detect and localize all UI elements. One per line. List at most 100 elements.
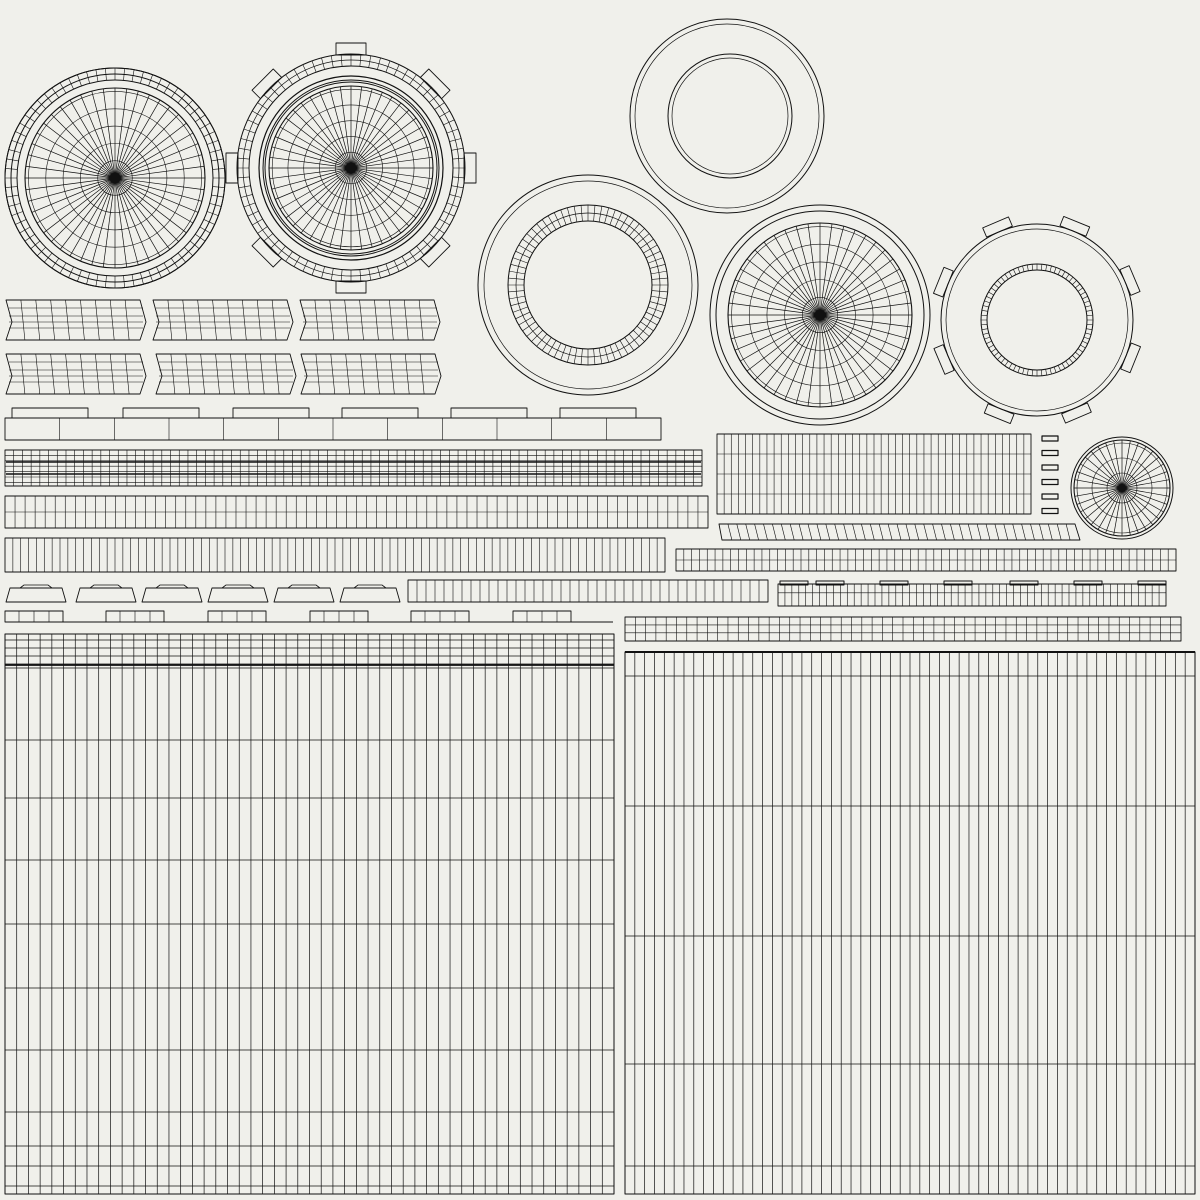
panel-grid-lines — [625, 652, 1195, 1194]
small-pill — [1041, 493, 1059, 500]
wheel-rim — [1073, 439, 1171, 537]
small-pill — [1041, 478, 1059, 486]
wheel-ring — [62, 125, 168, 231]
tab-bar-tab-lines — [119, 611, 151, 622]
wheel-ring — [80, 143, 150, 213]
bump-piece — [75, 587, 137, 603]
wheel-rim-band-top-center — [236, 53, 466, 283]
grid-block-right — [716, 433, 1032, 515]
slanted-strip-outline — [718, 523, 1081, 541]
wheel-inner-ring — [258, 75, 444, 261]
wheel-ring — [731, 226, 909, 404]
wheel-outer-rim — [709, 204, 931, 426]
ring-outer — [477, 174, 699, 396]
ring-outer-edge — [980, 263, 1094, 377]
strip-tab — [815, 580, 845, 586]
tab-bar-left — [4, 610, 613, 623]
long-strip-1 — [4, 495, 709, 529]
tab-strip-tab — [341, 407, 419, 419]
ring-segment-lines — [5, 68, 225, 288]
ring-inner-inner — [671, 57, 789, 175]
tab-strip-tab — [232, 407, 310, 419]
wheel-ring — [28, 91, 202, 265]
bump-top — [353, 584, 387, 589]
ring-middle — [477, 174, 699, 396]
wheel-disc-top-center — [262, 79, 440, 257]
ring-outer-edge — [236, 53, 466, 283]
wheel-ring — [303, 120, 399, 216]
strip-division-lines — [717, 434, 1031, 514]
wheel-ring — [287, 104, 415, 232]
bump-top — [221, 584, 255, 589]
long-strip-2 — [4, 537, 666, 573]
wheel-disc-right — [709, 204, 931, 426]
wheel-rim-band-top-left — [4, 67, 226, 289]
tab-strip-tab — [450, 407, 528, 419]
bump-piece — [207, 587, 269, 603]
wheel-spoke-lines — [269, 86, 433, 250]
strip-division-lines — [676, 549, 1176, 571]
tab-bar-tab-lines — [221, 611, 253, 622]
ring-far-right — [940, 223, 1134, 417]
wheel-ring — [1076, 442, 1168, 534]
wheel-ring — [748, 243, 892, 387]
wheel-inner-rings-top-center — [258, 75, 444, 261]
small-pill-stack — [1041, 435, 1059, 515]
wheel-ring — [766, 261, 874, 369]
tab-bar-tab-lines — [323, 611, 355, 622]
bevel-strip-3 — [299, 299, 441, 341]
slanted-strip — [718, 523, 1081, 541]
ring-segment-lines — [981, 264, 1093, 376]
ring-loop — [242, 59, 460, 277]
wheel-spoke-lines — [1074, 440, 1170, 536]
bump-row — [5, 584, 401, 603]
wheel-ring — [334, 151, 368, 185]
bevel-strip-lines — [9, 299, 143, 341]
tab-strip-divisions — [59, 418, 607, 440]
strip-division-lines — [12, 538, 658, 572]
bevel-strip-lines — [9, 353, 143, 395]
strip-mid-center — [407, 579, 769, 603]
bevel-strip-lines — [159, 353, 293, 395]
bevel-strip-lines — [303, 299, 437, 341]
wheel-disc-small — [1070, 436, 1174, 540]
tab-strip-tab — [559, 407, 637, 419]
wheel-ring — [1106, 472, 1138, 504]
bump-piece — [5, 587, 67, 603]
ring-loop — [515, 212, 661, 358]
wheel-outer-rim — [264, 81, 438, 255]
wheel-outer-rim — [1070, 436, 1174, 540]
wheel-outer-rim — [262, 79, 440, 257]
bevel-strip-6 — [300, 353, 442, 395]
ring-inner — [667, 53, 793, 179]
ring-outer — [940, 223, 1134, 417]
bump-top — [155, 584, 189, 589]
small-pill — [1041, 464, 1059, 471]
ring-top-right — [629, 18, 825, 214]
strip-right-mid — [675, 548, 1177, 572]
strip-tab — [1073, 580, 1103, 586]
wheel-spoke-lines — [25, 88, 205, 268]
strip-tab — [879, 580, 909, 586]
wheel-ring — [784, 279, 856, 351]
strip-division-lines — [416, 580, 760, 602]
bump-top — [19, 584, 53, 589]
bump-piece — [339, 587, 401, 603]
bump-piece — [141, 587, 203, 603]
tab-bar-tab-lines — [526, 611, 558, 622]
strip-division-lines — [625, 617, 1181, 641]
tab-bar-tab-lines — [424, 611, 456, 622]
dense-strip — [4, 449, 703, 487]
strip-division-lines — [5, 496, 708, 528]
strip-tab — [1009, 580, 1039, 586]
uv-island-layer — [4, 18, 1196, 1195]
ring-inner-edge — [16, 79, 214, 277]
strip-tab — [1137, 580, 1167, 586]
ring-outer-inner — [945, 228, 1129, 412]
bevel-strip-lines — [156, 299, 290, 341]
bump-top — [89, 584, 123, 589]
wheel-ring — [1091, 457, 1153, 519]
slanted-strip-lines — [727, 523, 1071, 541]
ring-outer-edge — [507, 204, 669, 366]
